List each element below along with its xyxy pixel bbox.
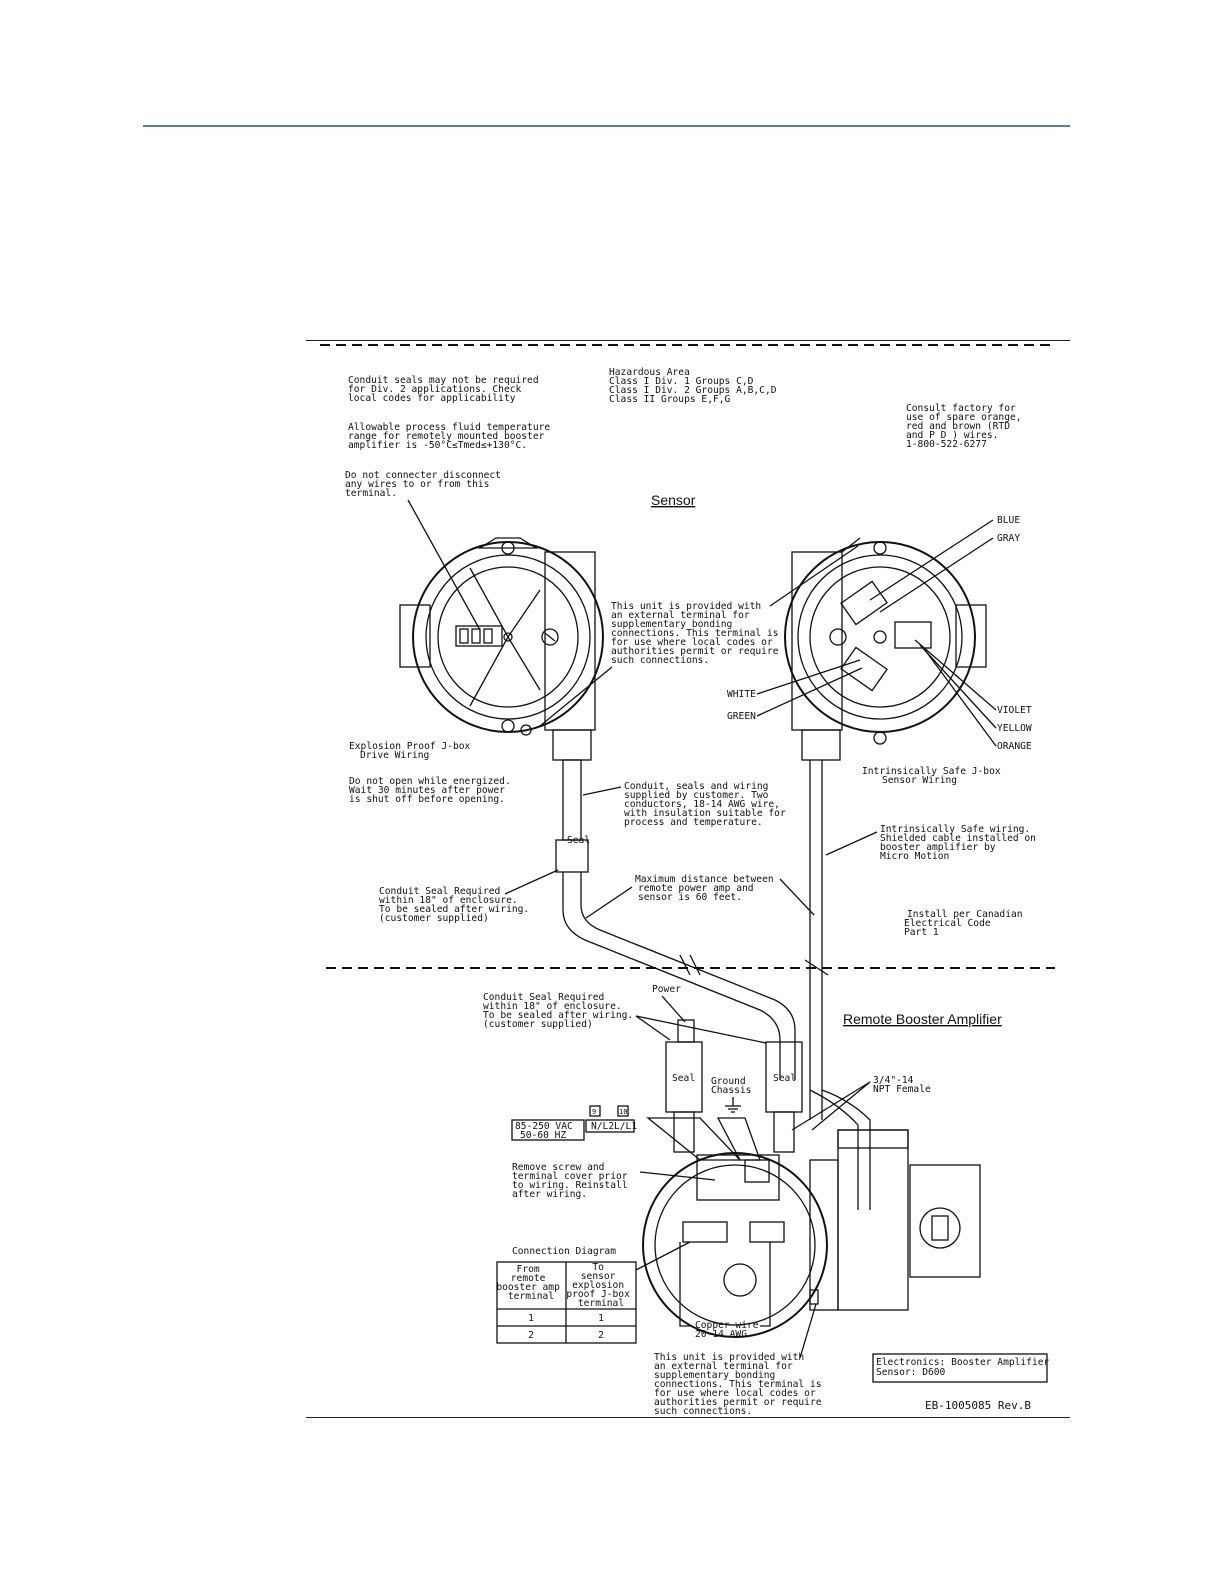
table-cell: 1 bbox=[598, 1313, 604, 1324]
do-not-open-note: Do not open while energized. Wait 30 min… bbox=[349, 776, 517, 805]
intrinsically-safe-jbox bbox=[784, 537, 987, 761]
terminal-l-label: L/L1 bbox=[614, 1121, 637, 1132]
connection-table bbox=[496, 1261, 637, 1344]
bonding-note-top: This unit is provided with an external t… bbox=[611, 601, 784, 666]
electronics-info-text: Electronics: Booster Amplifier Sensor: D… bbox=[876, 1357, 1055, 1378]
xp-jbox-label: Explosion Proof J-box Drive Wiring bbox=[349, 741, 476, 761]
power-terminal-block bbox=[511, 1105, 635, 1141]
drawing-number: EB-1005085 Rev.B bbox=[925, 1399, 1031, 1412]
conduit-seals-note: Conduit seals may not be required for Di… bbox=[348, 375, 544, 404]
electronics-info-box bbox=[872, 1353, 1048, 1383]
remove-screw-note: Remove screw and terminal cover prior to… bbox=[512, 1162, 633, 1200]
wire-white-label: WHITE bbox=[727, 689, 756, 700]
ground-label: Ground Chassis bbox=[711, 1076, 751, 1096]
voltage-label: 85-250 VAC 50-60 HZ bbox=[515, 1121, 579, 1141]
consult-factory-note: Consult factory for use of spare orange,… bbox=[906, 403, 1027, 450]
canadian-code-note: Install per Canadian Electrical Code Par… bbox=[904, 909, 1028, 938]
is-wiring-note: Intrinsically Safe wiring. Shielded cabl… bbox=[880, 824, 1042, 862]
booster-amplifier-housing bbox=[642, 1117, 981, 1338]
drawing-top-border bbox=[306, 340, 1070, 341]
table-header-from: From remote booster amp terminal bbox=[496, 1264, 565, 1302]
bonding-note-bottom: This unit is provided with an external t… bbox=[654, 1352, 827, 1417]
power-label: Power bbox=[652, 984, 681, 995]
wire-blue-label: BLUE bbox=[997, 515, 1020, 526]
page-top-rule bbox=[143, 125, 1070, 127]
connection-diagram-title: Connection Diagram bbox=[512, 1246, 616, 1257]
seal-label-signal: Seal bbox=[773, 1073, 796, 1084]
ground-symbol-icon bbox=[725, 1097, 741, 1113]
signal-conduit-seal bbox=[765, 1041, 803, 1153]
terminal-n-label: N/L2 bbox=[591, 1121, 614, 1132]
power-conduit bbox=[665, 1019, 703, 1153]
wire-orange-label: ORANGE bbox=[997, 741, 1032, 752]
hazard-note: Hazardous Area Class I Div. 1 Groups C,D… bbox=[609, 367, 782, 405]
is-jbox-label: Intrinsically Safe J-box Sensor Wiring bbox=[862, 766, 1006, 786]
no-disconnect-note: Do not connecter disconnect any wires to… bbox=[345, 470, 507, 499]
npt-note: 3/4"-14 NPT Female bbox=[873, 1075, 931, 1095]
table-cell: 1 bbox=[528, 1313, 534, 1324]
explosion-proof-jbox bbox=[399, 537, 604, 761]
sensor-title: Sensor bbox=[651, 492, 696, 508]
max-distance-note: Maximum distance between remote power am… bbox=[635, 874, 779, 903]
table-cell: 2 bbox=[598, 1330, 604, 1341]
wire-gray-label: GRAY bbox=[997, 533, 1020, 544]
copper-wire-note: Copper wire 20-14 AWG bbox=[695, 1320, 764, 1340]
table-cell: 2 bbox=[528, 1330, 534, 1341]
conduit-wiring-note: Conduit, seals and wiring supplied by cu… bbox=[624, 781, 792, 828]
terminal-10-label: 10 bbox=[619, 1108, 627, 1116]
sensor-conduit bbox=[555, 759, 796, 1080]
wire-violet-label: VIOLET bbox=[997, 705, 1032, 716]
is-cable bbox=[804, 760, 871, 1210]
drawing-bottom-border bbox=[306, 1417, 1070, 1418]
terminal-9-label: 9 bbox=[592, 1108, 596, 1116]
seal-label-sensor: Seal bbox=[567, 835, 590, 846]
seal-required-bottom-note: Conduit Seal Required within 18" of encl… bbox=[483, 992, 639, 1030]
wire-yellow-label: YELLOW bbox=[997, 723, 1032, 734]
fluid-temp-note: Allowable process fluid temperature rang… bbox=[348, 422, 556, 451]
seal-label-power: Seal bbox=[672, 1073, 695, 1084]
seal-required-top-note: Conduit Seal Required within 18" of encl… bbox=[379, 886, 535, 924]
wire-green-label: GREEN bbox=[727, 711, 756, 722]
booster-title: Remote Booster Amplifier bbox=[843, 1011, 1002, 1027]
table-header-to: To sensor explosion proof J-box terminal bbox=[566, 1262, 635, 1309]
